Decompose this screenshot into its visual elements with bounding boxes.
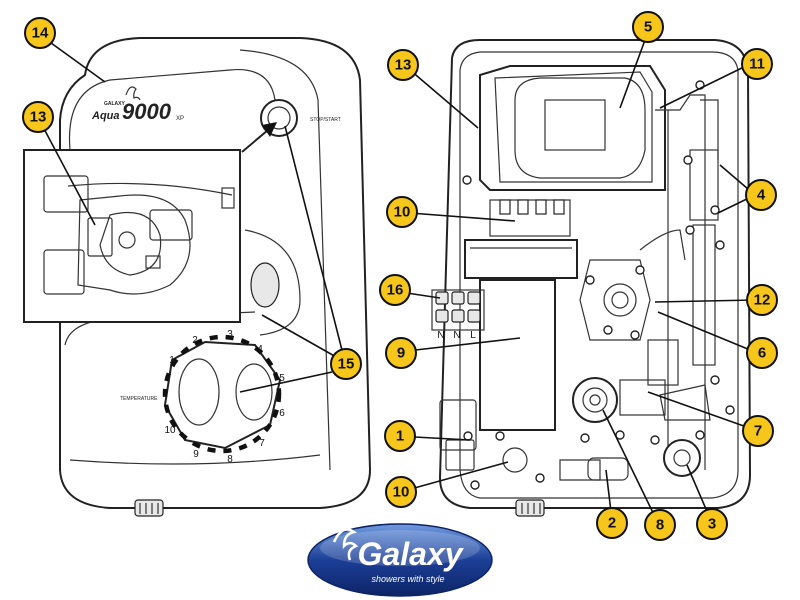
callout-3: 3 bbox=[696, 508, 728, 540]
svg-text:11: 11 bbox=[749, 56, 765, 73]
callout-2: 2 bbox=[596, 507, 628, 539]
brand-small: GALAXY bbox=[104, 101, 126, 107]
terminal-label: N bbox=[453, 330, 460, 341]
callout-7: 7 bbox=[742, 415, 774, 447]
galaxy-logo: Galaxy showers with style bbox=[307, 523, 493, 597]
svg-text:13: 13 bbox=[395, 57, 412, 74]
svg-text:5: 5 bbox=[644, 19, 652, 36]
callout-15: 15 bbox=[330, 348, 362, 380]
terminal-label: L bbox=[470, 330, 476, 341]
svg-text:3: 3 bbox=[708, 516, 716, 533]
internal-view: N N L bbox=[431, 39, 752, 517]
dial-number: 6 bbox=[279, 408, 285, 419]
brand-suffix: XP bbox=[176, 116, 184, 122]
dial-numbers: 1 2 3 4 5 6 7 8 9 10 bbox=[164, 329, 285, 465]
svg-text:15: 15 bbox=[338, 356, 355, 373]
callout-13-front: 13 bbox=[22, 101, 54, 133]
dial-number: 9 bbox=[193, 449, 199, 460]
callout-8: 8 bbox=[644, 509, 676, 541]
callout-1: 1 bbox=[384, 420, 416, 452]
logo-swirl-icon bbox=[332, 528, 359, 561]
inset-detail bbox=[23, 149, 241, 323]
logo-name: Galaxy bbox=[358, 536, 465, 572]
callout-11: 11 bbox=[741, 48, 773, 80]
brand-model: 9000 bbox=[122, 99, 172, 124]
svg-text:6: 6 bbox=[758, 345, 766, 362]
callout-6: 6 bbox=[746, 337, 778, 369]
temperature-dial-ring bbox=[162, 334, 282, 454]
svg-text:12: 12 bbox=[754, 292, 771, 309]
svg-text:16: 16 bbox=[387, 282, 404, 299]
brand-figure-icon bbox=[125, 86, 141, 101]
dial-number: 8 bbox=[227, 454, 233, 465]
dial-number: 5 bbox=[279, 373, 285, 384]
dial-number: 7 bbox=[259, 438, 265, 449]
callout-13-internal: 13 bbox=[387, 49, 419, 81]
callout-14: 14 bbox=[24, 17, 56, 49]
callout-10-bottom: 10 bbox=[385, 476, 417, 508]
terminal-label: N bbox=[437, 330, 444, 341]
logo-tagline: showers with style bbox=[371, 574, 444, 584]
svg-text:14: 14 bbox=[32, 25, 49, 42]
callout-4: 4 bbox=[745, 179, 777, 211]
callout-10-top: 10 bbox=[386, 196, 418, 228]
callout-16: 16 bbox=[379, 274, 411, 306]
svg-text:10: 10 bbox=[394, 204, 411, 221]
temperature-label: TEMPERATURE bbox=[120, 396, 158, 402]
dial-number: 10 bbox=[164, 425, 176, 436]
svg-text:10: 10 bbox=[393, 484, 410, 501]
dial-number: 2 bbox=[192, 335, 198, 346]
svg-text:1: 1 bbox=[396, 428, 404, 445]
svg-text:13: 13 bbox=[30, 109, 47, 126]
callout-9: 9 bbox=[385, 337, 417, 369]
front-view: GALAXY Aqua 9000 XP STOP/START TEMPERATU… bbox=[23, 37, 372, 517]
callout-12: 12 bbox=[746, 284, 778, 316]
dial-number: 3 bbox=[227, 329, 233, 340]
callout-5: 5 bbox=[632, 11, 664, 43]
dial-number: 1 bbox=[169, 355, 175, 366]
dial-number: 4 bbox=[257, 344, 263, 355]
terminal-16: N N L bbox=[435, 291, 481, 341]
svg-text:7: 7 bbox=[754, 423, 762, 440]
svg-text:9: 9 bbox=[397, 345, 405, 362]
svg-text:2: 2 bbox=[608, 515, 616, 532]
svg-text:8: 8 bbox=[656, 517, 664, 534]
brand-aqua: Aqua bbox=[91, 110, 120, 122]
svg-text:4: 4 bbox=[757, 187, 766, 204]
stop-start-label: STOP/START bbox=[310, 117, 341, 123]
